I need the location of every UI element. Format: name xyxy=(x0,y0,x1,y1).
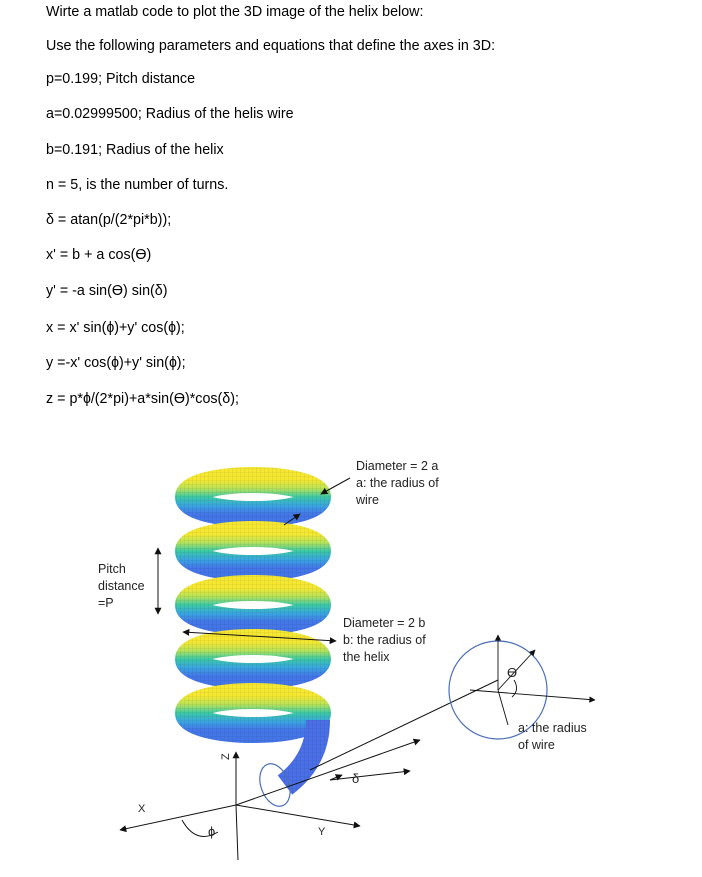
helix-coil-3 xyxy=(175,575,331,635)
wire-diameter-label: Diameter = 2 a a: the radius of wire xyxy=(356,459,439,507)
helix-coil-5 xyxy=(175,683,331,743)
theta-symbol: ϴ xyxy=(507,665,518,680)
text-line-2: Use the following parameters and equatio… xyxy=(46,38,496,54)
helix-diameter-label: Diameter = 2 b b: the radius of the heli… xyxy=(343,616,426,664)
text-line-5: b=0.191; Radius of the helix xyxy=(46,142,224,158)
text-line-12: z = p*ɸ/(2*pi)+a*sin(ϴ)*cos(δ); xyxy=(46,391,240,407)
text-line-7: δ = atan(p/(2*pi*b)); xyxy=(46,212,172,228)
text-line-10: x = x' sin(ɸ)+y' cos(ɸ); xyxy=(46,320,185,336)
axis-z-label: Z xyxy=(220,753,232,760)
text-line-11: y =-x' cos(ɸ)+y' sin(ɸ); xyxy=(46,355,186,371)
axis-y-label: Y xyxy=(318,826,326,838)
text-line-9: y' = -a sin(ϴ) sin(δ) xyxy=(46,283,168,299)
phi-symbol: ɸ xyxy=(208,824,216,839)
wire-radius-label: a: the radius of wire xyxy=(518,721,587,752)
helix-coil-1 xyxy=(175,467,331,527)
text-line-4: a=0.02999500; Radius of the helis wire xyxy=(46,106,294,122)
axis-x-label: X xyxy=(138,803,146,815)
helix-coil-2 xyxy=(175,521,331,581)
wire-section-diagram xyxy=(448,634,596,740)
helix-diameter-arrow xyxy=(182,628,337,645)
text-line-6: n = 5, is the number of turns. xyxy=(46,177,229,193)
helix-coils xyxy=(175,467,331,795)
axes xyxy=(119,679,499,861)
pitch-label: Pitch distance =P xyxy=(98,562,145,610)
wire-diameter-arrow xyxy=(320,477,351,495)
delta-symbol: δ xyxy=(352,771,360,786)
helix-coil-4 xyxy=(175,629,331,689)
text-line-3: p=0.199; Pitch distance xyxy=(46,71,196,87)
text-line-8: x' = b + a cos(ϴ) xyxy=(46,247,152,263)
wire-cross-section xyxy=(259,763,291,807)
text-line-1: Wirte a matlab code to plot the 3D image… xyxy=(46,4,424,20)
wire-diameter-arrow-2 xyxy=(283,513,301,526)
